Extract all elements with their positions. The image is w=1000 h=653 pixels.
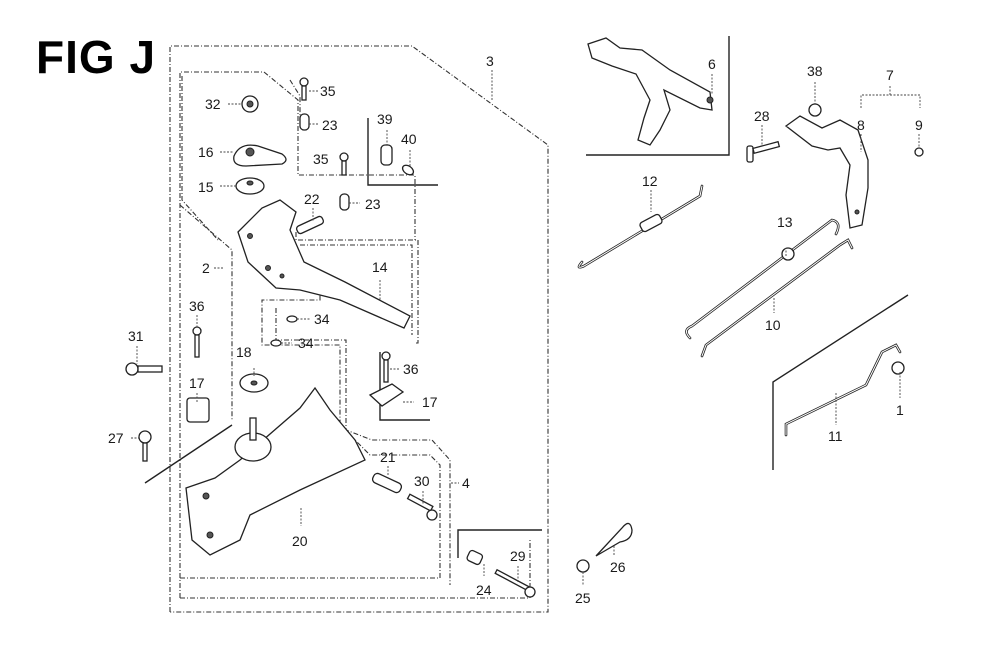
part-1-clip	[891, 361, 905, 375]
box-24-29-outline	[457, 529, 542, 558]
callout-21: 21	[380, 449, 396, 465]
callout-20: 20	[292, 533, 308, 549]
callout-36: 36	[189, 298, 205, 314]
callout-labels: 3 35 32 23 16 35 15 22 23 39 40 2 14 36 …	[108, 53, 923, 606]
callout-12: 12	[642, 173, 658, 189]
part-29-bolt	[494, 568, 536, 598]
callout-4: 4	[462, 475, 470, 491]
callout-2: 2	[202, 260, 210, 276]
part-28-bolt	[746, 140, 781, 163]
part-17-clip-right	[368, 383, 405, 407]
part-16-cam	[233, 144, 287, 167]
callout-32: 32	[205, 96, 221, 112]
part-18-washer	[239, 373, 269, 393]
box-39-40-outline	[367, 118, 438, 186]
callout-6: 6	[708, 56, 716, 72]
part-24-collar	[466, 549, 484, 566]
bracket-7	[860, 86, 921, 108]
part-20-base-plate	[185, 386, 366, 556]
part-39-sleeve	[380, 144, 393, 166]
assembly-3-outline	[169, 45, 549, 613]
assembly-2-outline	[179, 71, 416, 598]
part-control-lever	[237, 199, 411, 329]
part-38-nut	[808, 103, 822, 117]
callout-26: 26	[610, 559, 626, 575]
callout-10: 10	[765, 317, 781, 333]
callout-9: 9	[915, 117, 923, 133]
assembly-inner-outline	[181, 76, 301, 241]
callout-7: 7	[886, 67, 894, 83]
part-36-screw-left	[192, 326, 202, 358]
callout-39: 39	[377, 111, 393, 127]
part-6-governor-arm	[587, 37, 714, 146]
part-13-spring-rod	[685, 218, 840, 340]
part-12-spring-rod	[577, 184, 704, 269]
part-34-clip-upper	[286, 315, 298, 323]
assembly-4-outline	[180, 290, 531, 599]
callout-25: 25	[575, 590, 591, 606]
part-32-nut	[241, 95, 259, 113]
part-27-screw	[138, 424, 233, 484]
part-36-screw-right	[381, 351, 391, 383]
callout-13: 13	[777, 214, 793, 230]
box-6-outline	[586, 36, 730, 156]
callout-29: 29	[510, 548, 526, 564]
part-26-knob	[595, 522, 633, 557]
part-35-bolt-upper	[299, 77, 309, 101]
figure-title: FIG J	[36, 31, 157, 83]
callout-40: 40	[401, 131, 417, 147]
callout-30: 30	[414, 473, 430, 489]
part-9-nut	[914, 147, 924, 157]
callout-28: 28	[754, 108, 770, 124]
callout-8: 8	[857, 117, 865, 133]
callout-36: 36	[403, 361, 419, 377]
callout-16: 16	[198, 144, 214, 160]
callout-15: 15	[198, 179, 214, 195]
part-30-screw	[406, 493, 438, 521]
callout-3: 3	[486, 53, 494, 69]
bracket-14-outline	[295, 232, 419, 344]
callout-27: 27	[108, 430, 124, 446]
part-23-upper	[299, 113, 310, 131]
callout-31: 31	[128, 328, 144, 344]
callout-24: 24	[476, 582, 492, 598]
part-15-washer	[235, 177, 265, 195]
part-21-spring	[371, 472, 403, 494]
callout-14: 14	[372, 259, 388, 275]
callout-23: 23	[322, 117, 338, 133]
box-36-17-outline	[379, 352, 430, 421]
callout-17: 17	[189, 375, 205, 391]
part-31-bolt	[125, 362, 163, 376]
part-17-clip-left	[186, 397, 210, 423]
part-40-screw	[401, 164, 415, 176]
part-34-clip-lower	[270, 339, 282, 347]
callout-23: 23	[365, 196, 381, 212]
part-23-lower	[339, 193, 350, 211]
callout-38: 38	[807, 63, 823, 79]
part-22-link	[295, 215, 325, 235]
callout-35: 35	[320, 83, 336, 99]
part-8-lever-arm	[784, 115, 869, 229]
callout-17: 17	[422, 394, 438, 410]
part-11-rod	[784, 343, 902, 437]
callout-34: 34	[298, 335, 314, 351]
part-25-ball	[576, 559, 590, 573]
callout-11: 11	[828, 428, 843, 444]
callout-18: 18	[236, 344, 252, 360]
box-11-outline	[772, 294, 909, 470]
part-10-rod	[700, 238, 854, 358]
callout-34: 34	[314, 311, 330, 327]
leader-lines	[131, 70, 920, 586]
callout-1: 1	[896, 402, 904, 418]
callout-22: 22	[304, 191, 320, 207]
part-35-bolt-lower	[339, 152, 349, 176]
callout-35: 35	[313, 151, 329, 167]
